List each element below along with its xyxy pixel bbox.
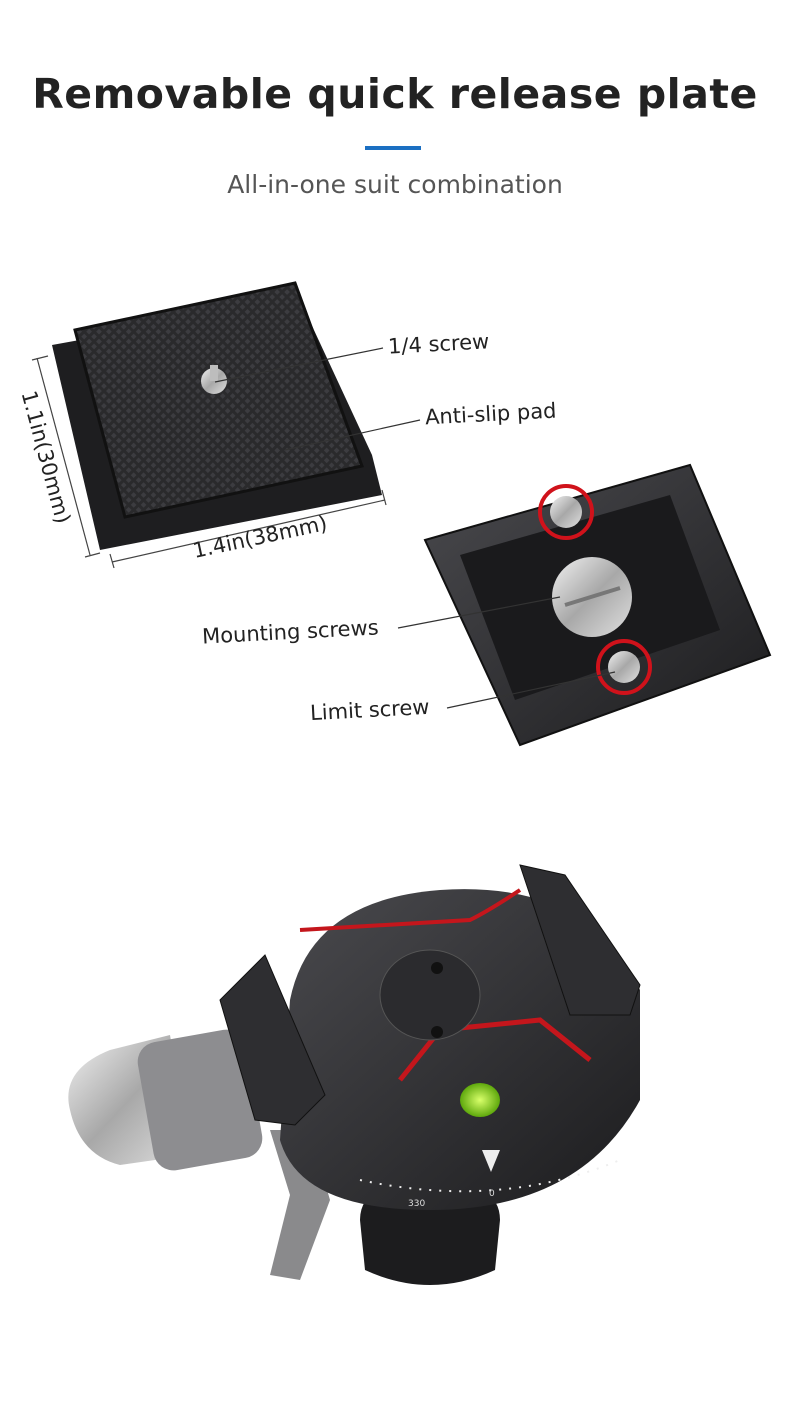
quick-release-plate-bottom — [423, 463, 772, 747]
highlight-ring-top — [538, 484, 594, 540]
highlight-ring-limit — [596, 639, 652, 695]
dial-mark-0: 0 — [489, 1189, 495, 1199]
bubble-level — [460, 1083, 500, 1117]
quick-release-plate-top — [52, 281, 382, 550]
dial-mark-330: 330 — [408, 1199, 425, 1209]
page-title: Removable quick release plate — [32, 70, 758, 118]
rotation-scale — [359, 1159, 621, 1193]
tripod-ball-head — [68, 864, 641, 1285]
title-accent-bar — [365, 146, 421, 150]
dimension-lines — [31, 355, 387, 569]
page-subtitle: All-in-one suit combination — [227, 170, 563, 199]
leader-lines — [214, 347, 616, 709]
